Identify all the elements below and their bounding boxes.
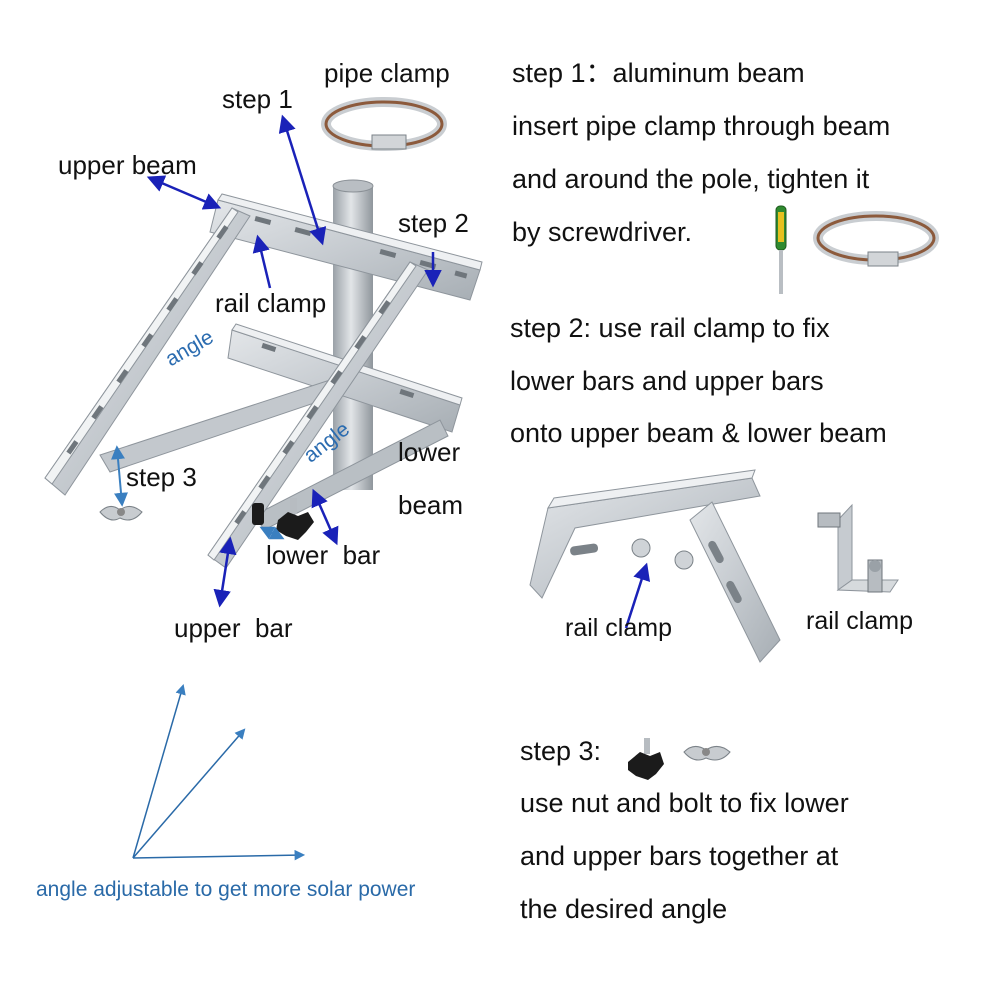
rail-clamp-icon — [817, 503, 899, 593]
leader-arrows — [146, 114, 442, 608]
lower-bar-label: lower bar — [266, 540, 381, 570]
step3-line-4: the desired angle — [520, 894, 728, 924]
step3-line-1: step 3: — [520, 736, 602, 766]
step3-label: step 3 — [126, 462, 197, 492]
upper-beam-label: upper beam — [58, 150, 197, 180]
wing-nut-step3-icon — [683, 746, 731, 761]
step2-line-1: step 2: use rail clamp to fix — [510, 313, 830, 343]
screwdriver-icon — [775, 205, 787, 294]
angle-diagram — [132, 683, 306, 861]
left-upper-bar — [44, 207, 251, 496]
step3-arrows — [111, 445, 285, 540]
pipe-clamp-label: pipe clamp — [324, 58, 450, 88]
pipe-clamp-small-icon — [813, 211, 939, 267]
knob-bolt-icon — [276, 498, 314, 540]
step3-line-2: use nut and bolt to fix lower — [520, 788, 849, 818]
step1-line-1: step 1：aluminum beam — [512, 58, 805, 88]
step1-line-2: insert pipe clamp through beam — [512, 111, 891, 141]
lower-label: lower — [398, 437, 461, 467]
angle-caption: angle adjustable to get more solar power — [36, 878, 416, 901]
knob-bolt-step3-icon — [628, 738, 664, 780]
wing-nut-icon — [99, 506, 143, 521]
step1-label: step 1 — [222, 84, 293, 114]
rail-clamp-label: rail clamp — [215, 288, 327, 318]
step1-line-3: and around the pole, tighten it — [512, 164, 870, 194]
bolt-head — [252, 503, 264, 525]
pipe-clamp-icon — [321, 97, 447, 151]
step2-line-2: lower bars and upper bars — [510, 366, 824, 396]
step2-label: step 2 — [398, 208, 469, 238]
step3-line-3: and upper bars together at — [520, 841, 839, 871]
rail-clamp-detail-label: rail clamp — [565, 614, 672, 642]
rail-clamp-part-label: rail clamp — [806, 607, 913, 635]
step1-line-4: by screwdriver. — [512, 217, 693, 247]
beam-label: beam — [398, 490, 464, 520]
step2-line-3: onto upper beam & lower beam — [510, 418, 887, 448]
upper-bar-label: upper bar — [174, 613, 293, 643]
rail-clamp-detail — [529, 469, 781, 663]
